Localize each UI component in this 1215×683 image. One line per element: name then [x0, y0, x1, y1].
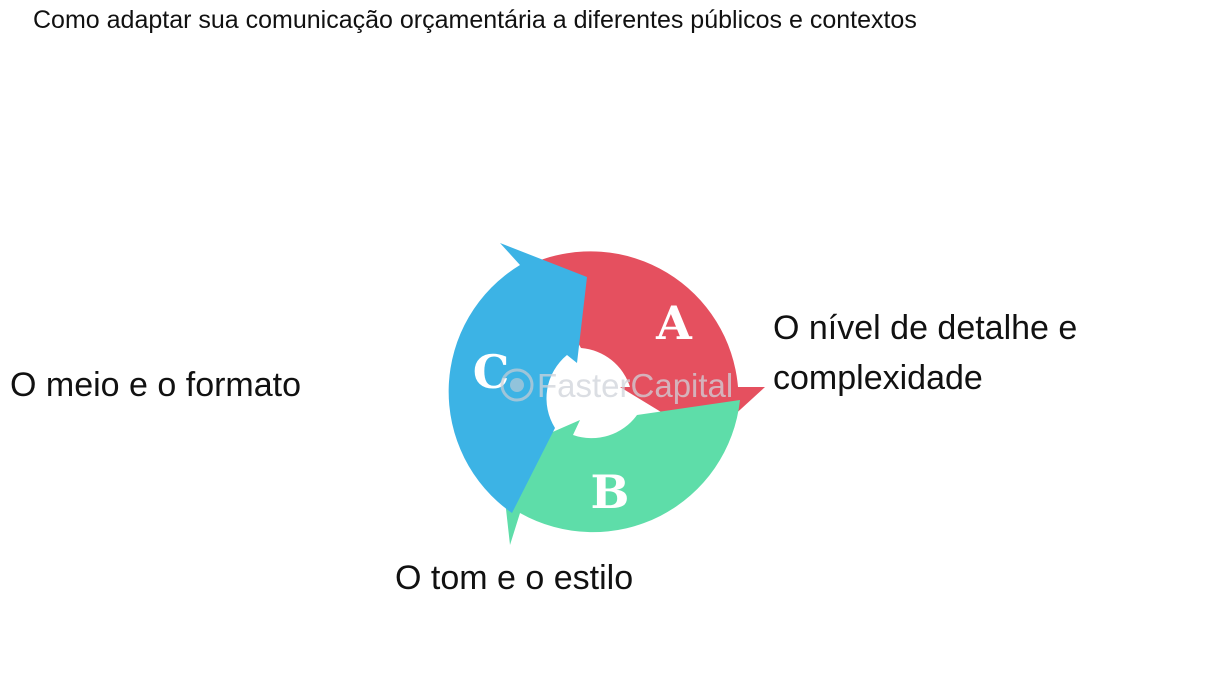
label-tone-style: O tom e o estilo	[395, 559, 634, 597]
fastercapital-logo: FasterCapital	[500, 367, 733, 404]
label-detail-complexity: O nível de detalhe e complexidade	[773, 309, 1078, 397]
segment-a-arrow	[533, 251, 765, 440]
cycle-diagram: A B C FasterCapital	[425, 235, 785, 555]
page-title: Como adaptar sua comunicação orçamentári…	[33, 6, 917, 34]
label-medium-format: O meio e o formato	[10, 366, 302, 404]
watermark-text: FasterCapital	[537, 367, 733, 404]
segment-a-letter: A	[655, 296, 693, 350]
segment-c-arrow	[448, 243, 587, 513]
segment-b-arrow	[500, 400, 740, 545]
segment-b-letter: B	[591, 465, 630, 519]
